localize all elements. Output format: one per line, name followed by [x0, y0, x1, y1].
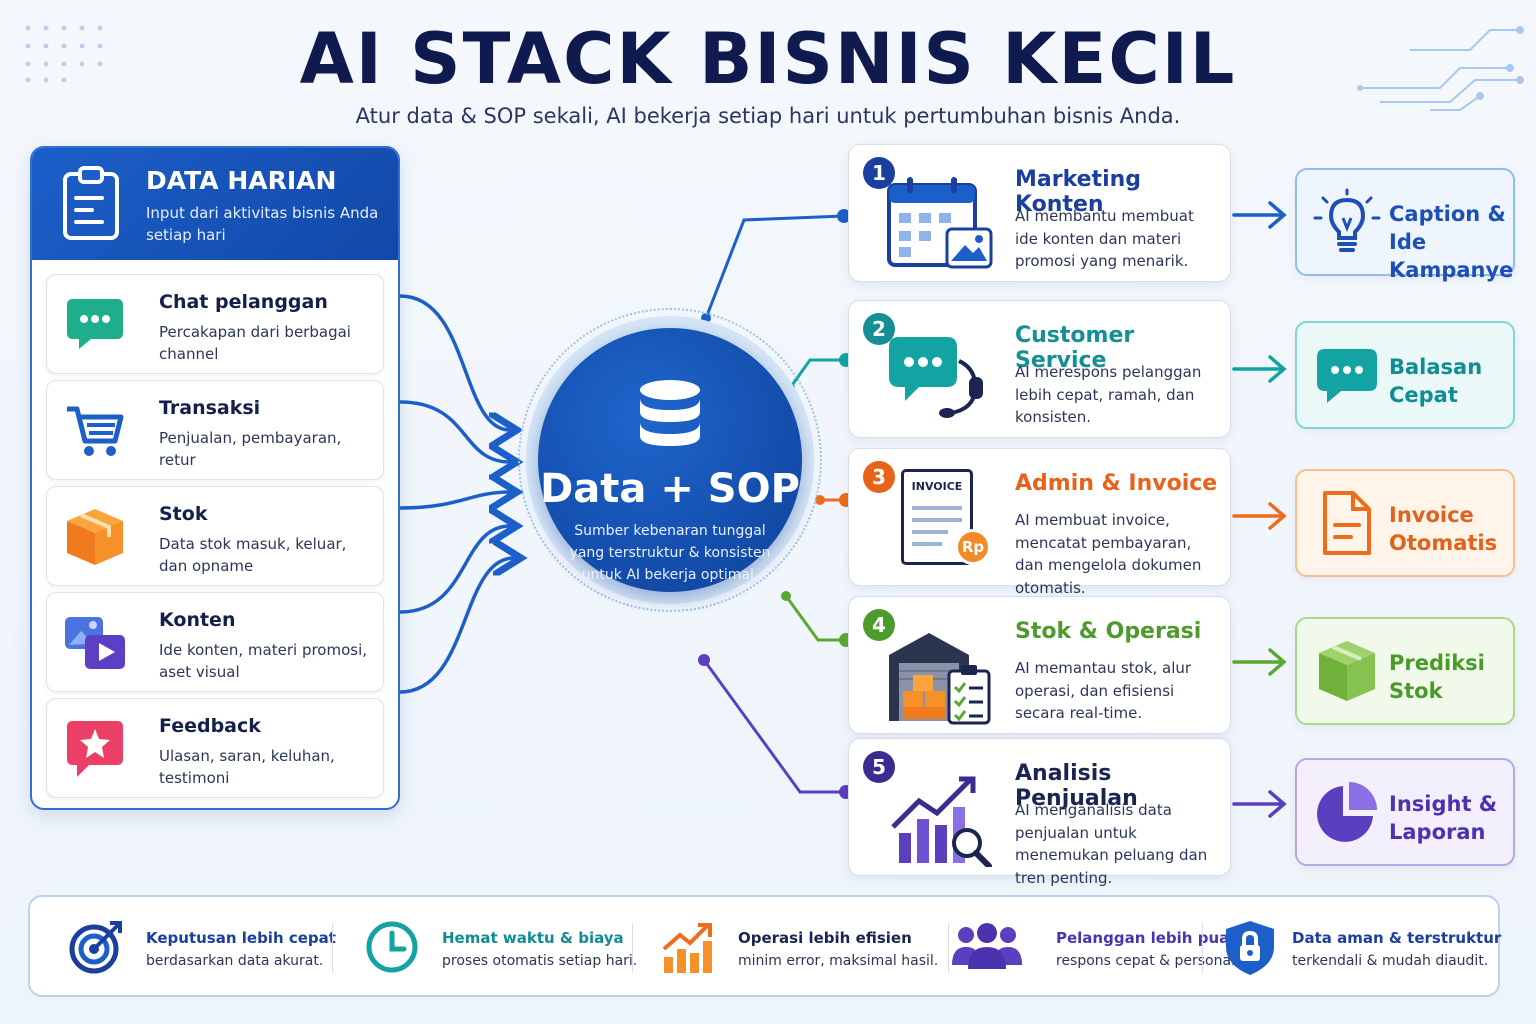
document-icon — [1323, 491, 1371, 555]
daily-data-description: Input dari aktivitas bisnis Anda setiap … — [146, 204, 379, 244]
step-desc: AI merespons pelanggan lebih cepat, rama… — [1015, 363, 1202, 426]
step-title: Admin & Invoice — [1015, 471, 1218, 496]
target-icon — [69, 921, 122, 974]
input-card-stock: Stok Data stok masuk, keluar, dan opname — [46, 486, 384, 586]
input-card-title: Chat pelanggan — [159, 291, 328, 313]
benefit-title: Operasi lebih efisien — [738, 929, 912, 947]
benefit-desc: terkendali & mudah diaudit. — [1292, 953, 1489, 969]
step-number: 4 — [863, 609, 895, 641]
clock-icon — [366, 921, 418, 973]
clipboard-icon — [63, 166, 119, 240]
invoice-icon-label: INVOICE — [911, 480, 963, 493]
benefit-title: Hemat waktu & biaya — [442, 929, 624, 947]
benefit-title: Data aman & terstruktur — [1292, 929, 1502, 947]
input-card-title: Stok — [159, 503, 208, 525]
headset-chat-icon — [889, 337, 983, 418]
outcome-title: Invoice Otomatis — [1389, 503, 1498, 555]
divider — [332, 923, 333, 973]
step-number: 5 — [863, 751, 895, 783]
cube-icon — [1319, 641, 1375, 701]
step-card-sales-analysis: 5 Analisis Penjualan AI menganalisis dat… — [848, 738, 1231, 887]
daily-data-header: DATA HARIAN Input dari aktivitas bisnis … — [32, 148, 398, 260]
chat-icon — [67, 299, 123, 349]
outcome-caption: Caption & Ide Kampanye — [1295, 168, 1515, 282]
warehouse-icon — [889, 633, 991, 725]
divider — [1202, 923, 1203, 973]
invoice-icon: INVOICE — [901, 469, 973, 565]
cart-icon — [67, 406, 124, 456]
outcome-title: Prediksi Stok — [1389, 651, 1485, 703]
step-desc: AI memantau stok, alur operasi, dan efis… — [1015, 659, 1192, 722]
outcome-title: Balasan Cepat — [1389, 355, 1483, 407]
benefit-desc: minim error, maksimal hasil. — [738, 953, 939, 969]
divider — [632, 923, 633, 973]
step-title: Customer Service — [1015, 323, 1135, 373]
step-number: 3 — [863, 461, 895, 493]
media-icon — [65, 617, 125, 669]
outcome-insight: Insight & Laporan — [1295, 758, 1515, 866]
shield-lock-icon — [1226, 921, 1274, 975]
input-card-desc: Percakapan dari berbagai channel — [159, 323, 351, 363]
input-card-content: Konten Ide konten, materi promosi, aset … — [46, 592, 384, 692]
input-card-title: Transaksi — [159, 397, 261, 419]
step-title: Analisis Penjualan — [1015, 761, 1138, 811]
input-card-chat: Chat pelanggan Percakapan dari berbagai … — [46, 274, 384, 374]
calendar-icon — [887, 177, 993, 269]
daily-data-title: DATA HARIAN — [146, 166, 337, 195]
chat-bubble-icon — [1317, 349, 1377, 403]
benefit-desc: respons cepat & personal. — [1056, 953, 1240, 969]
daily-data-panel: DATA HARIAN Input dari aktivitas bisnis … — [30, 146, 400, 810]
input-card-desc: Ide konten, materi promosi, aset visual — [159, 641, 368, 681]
benefits-bar: Keputusan lebih cepat berdasarkan data a… — [28, 895, 1502, 997]
step-desc: AI membantu membuat ide konten dan mater… — [1015, 207, 1194, 270]
input-card-desc: Data stok masuk, keluar, dan opname — [159, 535, 347, 575]
people-icon — [952, 923, 1022, 969]
step-title: Stok & Operasi — [1015, 619, 1202, 644]
pie-chart-icon — [1317, 782, 1377, 842]
benefit-title: Pelanggan lebih puas — [1056, 929, 1239, 947]
input-card-desc: Ulasan, saran, keluhan, testimoni — [159, 747, 335, 787]
growth-chart-icon — [891, 776, 992, 867]
page-subtitle: Atur data & SOP sekali, AI bekerja setia… — [355, 104, 1181, 128]
outcome-title: Caption & Ide Kampanye — [1389, 202, 1514, 282]
data-sop-hub — [538, 328, 802, 592]
input-card-transaction: Transaksi Penjualan, pembayaran, retur — [46, 380, 384, 480]
input-card-desc: Penjualan, pembayaran, retur — [159, 429, 342, 469]
step-desc: AI membuat invoice, mencatat pembayaran,… — [1015, 511, 1202, 597]
step-card-customer-service: 2 Customer Service AI merespons pelangga… — [848, 300, 1231, 438]
decorative-dots — [25, 25, 103, 83]
hub-outer-ring — [518, 308, 822, 612]
outcome-title: Insight & Laporan — [1389, 792, 1498, 844]
bar-growth-icon — [662, 923, 712, 973]
benefit-title: Keputusan lebih cepat — [146, 929, 336, 947]
step-card-admin-invoice: INVOICE Rp 3 Admin & Invoice AI membuat … — [848, 448, 1231, 597]
step-card-marketing: 1 Marketing Konten AI membantu membuat i… — [848, 144, 1231, 282]
rupiah-badge: Rp — [955, 529, 991, 565]
database-icon — [640, 380, 700, 446]
input-card-title: Konten — [159, 609, 236, 631]
outcome-invoice: Invoice Otomatis — [1295, 469, 1515, 577]
benefit-desc: berdasarkan data akurat. — [146, 953, 324, 969]
outcome-stock-prediction: Prediksi Stok — [1295, 617, 1515, 725]
step-number: 2 — [863, 313, 895, 345]
page-title: AI STACK BISNIS KECIL — [299, 18, 1237, 100]
lightbulb-icon — [1313, 188, 1381, 252]
step-desc: AI menganalisis data penjualan untuk men… — [1015, 801, 1208, 887]
decorative-circuit — [1357, 26, 1524, 111]
star-bubble-icon — [67, 721, 123, 777]
input-card-feedback: Feedback Ulasan, saran, keluhan, testimo… — [46, 698, 384, 798]
benefit-desc: proses otomatis setiap hari. — [442, 953, 638, 969]
step-card-stock-operations: 4 Stok & Operasi AI memantau stok, alur … — [848, 596, 1231, 734]
step-title: Marketing Konten — [1015, 167, 1142, 217]
hub-title: Data + SOP — [540, 466, 800, 512]
outcome-quick-reply: Balasan Cepat — [1295, 321, 1515, 429]
step-number: 1 — [863, 157, 895, 189]
hub-description: Sumber kebenaran tunggal yang terstruktu… — [569, 523, 771, 583]
divider — [948, 923, 949, 973]
box-icon — [67, 509, 123, 565]
input-card-title: Feedback — [159, 715, 261, 737]
